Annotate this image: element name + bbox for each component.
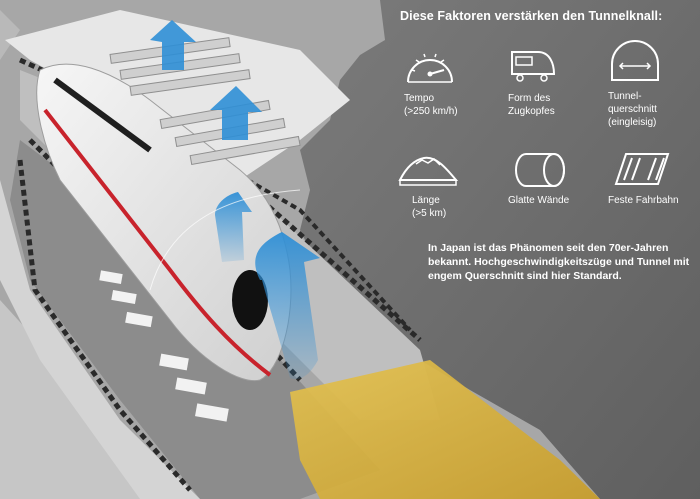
japan-note: In Japan ist das Phänomen seit den 70er-… bbox=[428, 242, 690, 282]
airflow-arrow bbox=[255, 232, 320, 380]
tunnel-edge-line bbox=[229, 168, 412, 332]
factor-speed: Tempo (>250 km/h) bbox=[404, 44, 458, 118]
train-nose-icon bbox=[508, 44, 558, 92]
factor-length: Länge (>5 km) bbox=[396, 150, 460, 220]
factor-smooth-walls: Glatte Wände bbox=[508, 150, 569, 207]
airflow-arrow bbox=[150, 20, 196, 70]
factor-label: Form des Zugkopfes bbox=[508, 93, 555, 117]
ground-left bbox=[0, 10, 20, 60]
factor-label: Tempo (>250 km/h) bbox=[404, 93, 458, 117]
airflow-arrow bbox=[210, 86, 262, 140]
mountain-length-icon bbox=[396, 150, 460, 194]
tunnel-roof bbox=[5, 10, 350, 180]
track-tape bbox=[290, 360, 600, 499]
speedometer-icon bbox=[404, 44, 458, 92]
train-windows bbox=[53, 77, 152, 153]
train-windshield bbox=[232, 270, 268, 330]
mountain-rock bbox=[300, 0, 700, 499]
rail-sleepers bbox=[99, 270, 229, 422]
tunnel-edge-line bbox=[17, 159, 192, 492]
infographic-title: Diese Faktoren verstärken den Tunnelknal… bbox=[400, 9, 663, 23]
factor-label: Länge (>5 km) bbox=[412, 195, 447, 219]
factor-train-nose: Form des Zugkopfes bbox=[508, 44, 558, 118]
factor-fixed-track: Feste Fahrbahn bbox=[608, 150, 679, 207]
fixed-track-icon bbox=[612, 150, 679, 194]
tunnel-outer-wall bbox=[0, 180, 200, 499]
smooth-walls-icon bbox=[514, 150, 569, 194]
factor-label: Feste Fahrbahn bbox=[608, 195, 679, 206]
factor-tunnel-cross-section: Tunnel- querschnitt (eingleisig) bbox=[608, 40, 662, 129]
factor-label: Tunnel- querschnitt (eingleisig) bbox=[608, 91, 657, 128]
train-red-stripe bbox=[43, 108, 272, 377]
airflow-arrow bbox=[215, 192, 252, 262]
tunnel-cross-section-icon bbox=[608, 40, 662, 90]
factor-label: Glatte Wände bbox=[508, 195, 570, 206]
airflow-curve bbox=[149, 189, 301, 291]
